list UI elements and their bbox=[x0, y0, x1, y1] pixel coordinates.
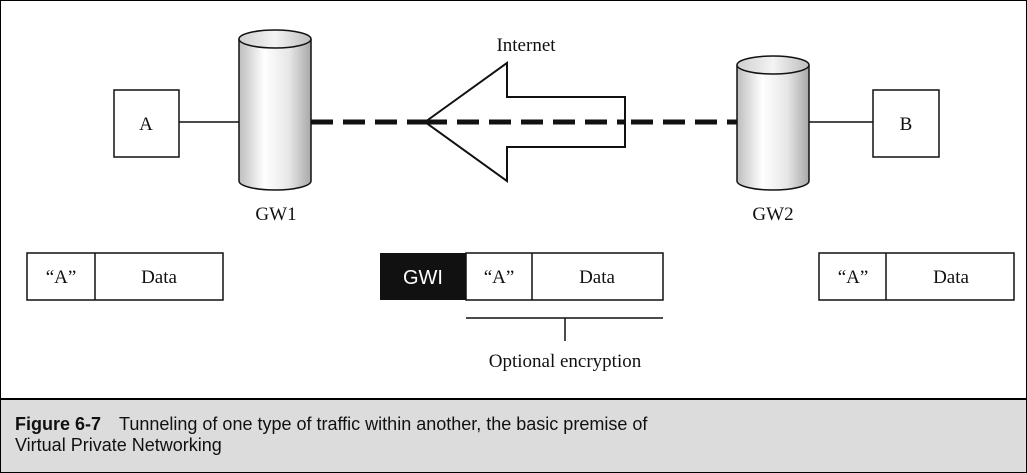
packet-left: “A” Data bbox=[26, 252, 224, 301]
gateway1-cylinder bbox=[238, 29, 312, 191]
caption-text-line2: Virtual Private Networking bbox=[15, 435, 222, 455]
figure-number: Figure 6-7 bbox=[15, 414, 102, 434]
encryption-label: Optional encryption bbox=[489, 351, 642, 372]
caption-text-line1: Tunneling of one type of traffic within … bbox=[119, 414, 648, 434]
host-a-label: A bbox=[139, 114, 153, 135]
gateway2-cylinder bbox=[736, 55, 810, 191]
packet-left-addr: “A” bbox=[46, 267, 77, 288]
figure-caption: Figure 6-7 Tunneling of one type of traff… bbox=[1, 398, 1026, 472]
host-a-box bbox=[113, 89, 180, 158]
vpn-tunnel-diagram: Internet A GW1 GW2 B “A” bbox=[26, 29, 1015, 372]
packet-right-data: Data bbox=[933, 267, 969, 288]
packet-middle-addr: “A” bbox=[484, 267, 515, 288]
host-b-box bbox=[872, 89, 940, 158]
packet-right: “A” Data bbox=[818, 252, 1015, 301]
internet-label: Internet bbox=[496, 35, 556, 56]
gateway2-label: GW2 bbox=[752, 204, 793, 225]
packet-middle-header: GWI bbox=[403, 267, 443, 289]
packet-middle-data: Data bbox=[579, 267, 615, 288]
gateway1-label: GW1 bbox=[255, 204, 296, 225]
packet-middle-header-block bbox=[380, 253, 466, 300]
packet-left-data: Data bbox=[141, 267, 177, 288]
packet-middle: GWI “A” Data bbox=[380, 252, 664, 301]
host-b-label: B bbox=[900, 114, 913, 135]
encryption-bracket bbox=[466, 317, 663, 341]
packet-right-addr: “A” bbox=[838, 267, 869, 288]
